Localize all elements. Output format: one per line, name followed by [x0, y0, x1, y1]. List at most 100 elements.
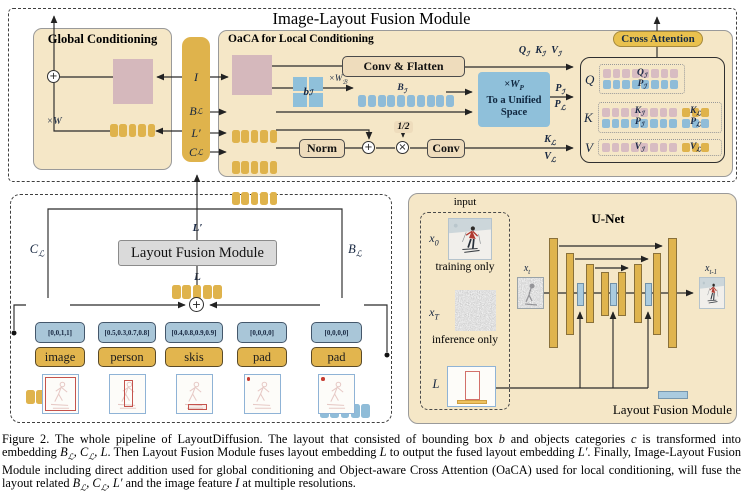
bbox-grid-cell	[309, 93, 323, 107]
figure-title: Image-Layout Fusion Module	[272, 9, 471, 28]
token	[241, 130, 249, 143]
fusion-cond-bar	[610, 283, 617, 306]
attention-box	[580, 57, 725, 163]
attn-q-label: Q	[585, 72, 595, 87]
unet-bar	[634, 264, 642, 323]
layout-bbox-rect	[465, 370, 480, 400]
annotation-column: [0,0,1,1] image	[35, 322, 85, 422]
token	[147, 124, 156, 137]
lprime-token-row	[232, 161, 743, 174]
bi-token-row	[358, 95, 743, 107]
circle-times-icon: ×	[396, 141, 409, 154]
conv-flatten-box: Conv & Flatten	[342, 56, 465, 77]
token	[260, 161, 268, 174]
k-layout-tokens: Kℒ	[681, 105, 709, 118]
q-position-label: Pℐ	[637, 78, 647, 91]
token	[631, 80, 640, 89]
lprime-tokens	[172, 285, 743, 299]
token	[631, 69, 640, 78]
token	[602, 143, 610, 152]
inference-only-label: inference only	[431, 334, 499, 346]
token	[691, 107, 700, 117]
kl-arrow-label: Kℒ	[544, 134, 556, 147]
token	[361, 404, 370, 418]
attn-q-group: Qℐ Pℐ	[599, 64, 685, 94]
xwp-label: ×WP	[504, 79, 524, 93]
token	[622, 69, 630, 78]
token	[241, 161, 249, 174]
q-image-tokens: Qℐ	[603, 67, 681, 79]
token	[110, 124, 118, 137]
token	[416, 95, 425, 107]
token	[36, 390, 46, 404]
token	[602, 107, 610, 117]
token	[446, 95, 455, 107]
layout-input-thumbnail	[447, 366, 496, 407]
bbox-value: [0,0,0,0]	[311, 322, 362, 343]
annotation-column: [0.4,0.8,0.9,0.9] skis	[165, 322, 223, 422]
unet-bar	[601, 272, 609, 316]
attn-v-group: Vℐ Vℒ	[598, 139, 722, 156]
token	[649, 118, 658, 128]
lprime-tokens-label: L′	[192, 222, 203, 234]
token	[241, 192, 249, 205]
training-only-label: training only	[435, 261, 495, 273]
bbox-value: [0.4,0.8,0.9,0.9]	[165, 322, 223, 343]
token	[691, 143, 700, 152]
bbox-grid-cell	[293, 77, 307, 91]
bbox-overlay	[246, 377, 251, 381]
token	[406, 95, 415, 107]
token	[350, 404, 360, 418]
layout-thumbnail	[318, 374, 355, 414]
token	[640, 143, 649, 152]
skier-sketch-icon	[319, 375, 354, 413]
unet-bar	[618, 272, 626, 316]
bbox-overlay	[124, 380, 134, 407]
k-layout-label: Kℒ	[689, 105, 701, 118]
v-layout-tokens: Vℒ	[681, 141, 709, 153]
k-row-1: Kℐ Kℒ	[602, 105, 718, 118]
token	[612, 69, 621, 78]
token	[641, 80, 650, 89]
token	[640, 118, 649, 128]
token	[649, 107, 658, 117]
token	[260, 192, 268, 205]
token	[192, 285, 202, 299]
token	[649, 143, 658, 152]
token	[622, 80, 630, 89]
bbox-value: [0,0,1,1]	[35, 322, 85, 343]
bus-label-i: I	[194, 69, 198, 84]
token	[232, 130, 240, 143]
token	[269, 130, 278, 143]
token	[138, 124, 146, 137]
token	[397, 95, 406, 107]
token	[172, 285, 181, 299]
bus-label-lprime: L′	[191, 125, 201, 140]
bbox-value: [0.5,0.3,0.7,0.8]	[98, 322, 156, 343]
noise-image	[455, 290, 496, 331]
gc-token-row	[110, 124, 743, 137]
token	[660, 69, 669, 78]
attn-k-group: Kℐ Kℒ Pℐ Pℒ	[598, 102, 722, 133]
k-row-2: Pℐ Pℒ	[602, 117, 718, 129]
figure-caption: Figure 2. The whole pipeline of LayoutDi…	[2, 432, 742, 493]
q-position-tokens: Pℐ	[603, 78, 681, 91]
xT-label: xT	[429, 305, 439, 322]
circle-plus-icon: +	[362, 141, 375, 154]
layout-bbox-bar	[457, 400, 487, 405]
cross-attention-pill: Cross Attention	[613, 31, 703, 47]
token	[377, 95, 386, 107]
token	[26, 390, 35, 404]
oaca-image-feature	[232, 55, 272, 95]
norm-box: Norm	[299, 139, 345, 158]
token	[367, 95, 376, 107]
unet-bar	[668, 238, 677, 348]
layout-thumbnail	[41, 374, 79, 414]
vl-arrow-label: Vℒ	[544, 151, 556, 164]
gc-image-feature	[113, 59, 153, 104]
bbox-grid-cell	[309, 77, 323, 91]
k-pos-layout-tokens: Pℒ	[681, 117, 709, 129]
bbox-value: [0,0,0,0]	[237, 322, 287, 343]
category-label: skis	[165, 347, 223, 367]
